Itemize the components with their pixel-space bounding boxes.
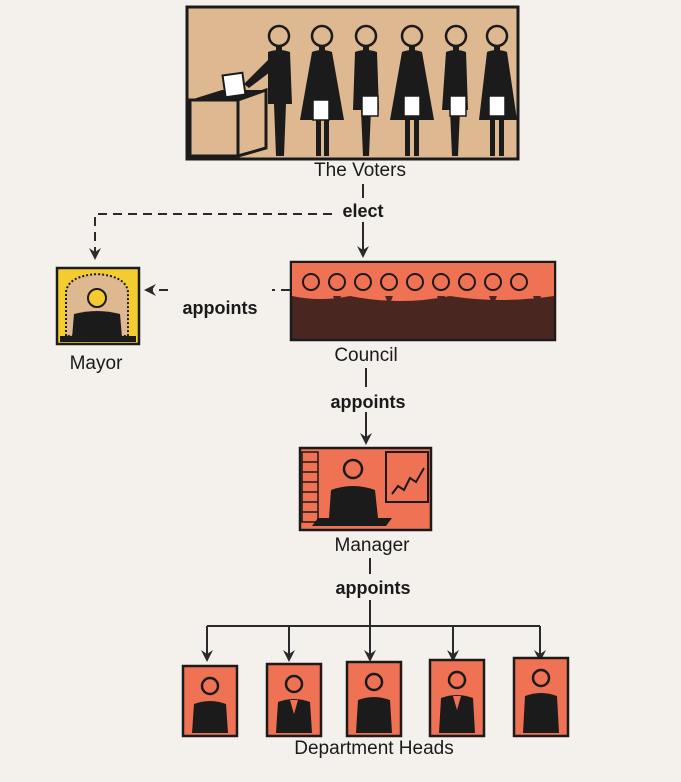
- voter-figure-icon: [479, 24, 517, 156]
- department-head-card: [428, 658, 486, 738]
- voter-figures: [244, 24, 517, 156]
- voter-figure-icon: [244, 24, 292, 156]
- person-icon: [364, 672, 384, 692]
- manager-icon: [312, 458, 392, 526]
- department-heads: [181, 656, 570, 738]
- manager-panel: [298, 446, 433, 532]
- mayor-icon: [60, 272, 136, 342]
- ballot-box-icon: [188, 71, 268, 158]
- person-icon: [284, 674, 304, 694]
- mayor-label: Mayor: [69, 353, 123, 374]
- voter-figure-icon: [442, 24, 468, 156]
- voter-figure-icon: [390, 24, 434, 156]
- department-head-card: [345, 660, 403, 738]
- person-icon: [531, 668, 551, 688]
- appoints-mayor-label: appoints: [182, 298, 258, 318]
- mayor-panel: [55, 266, 141, 346]
- department-head-card: [265, 662, 323, 738]
- person-icon: [200, 676, 220, 696]
- bookshelf-icon: [301, 451, 319, 523]
- person-icon: [447, 670, 467, 690]
- voter-figure-icon: [300, 24, 344, 156]
- elect-mayor-dashed-arrow: [89, 213, 332, 260]
- growth-chart-icon: [385, 451, 429, 503]
- elect-label: elect: [342, 201, 384, 221]
- manager-label: Manager: [334, 535, 410, 556]
- voters-panel: [185, 5, 520, 161]
- voter-figure-icon: [353, 24, 379, 156]
- department-heads-label: Department Heads: [294, 738, 454, 759]
- appoints-department-heads-label: appoints: [335, 578, 411, 598]
- connectors: [89, 184, 546, 662]
- voters-label: The Voters: [314, 160, 406, 181]
- council-label: Council: [334, 345, 398, 366]
- department-head-card: [512, 656, 570, 738]
- council-panel: [289, 260, 557, 342]
- appoints-manager-label: appoints: [330, 392, 406, 412]
- department-head-card: [181, 664, 239, 738]
- council-members-icon: [302, 273, 528, 291]
